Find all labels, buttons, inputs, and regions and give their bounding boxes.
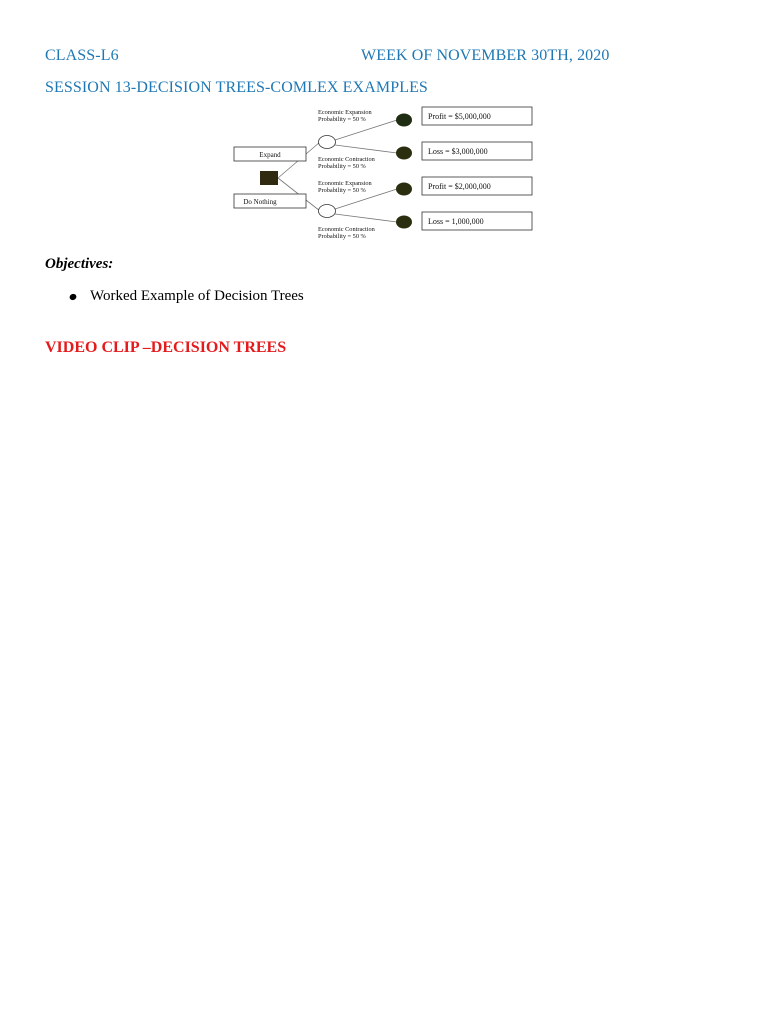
bullet-dot-icon [68, 293, 78, 301]
outcome-1: Profit = $5,000,000 [428, 112, 491, 121]
decision-tree-diagram: Expand Do Nothing Economic Expansion Pro… [233, 106, 533, 240]
tree-connectors [277, 119, 398, 223]
week-label: WEEK OF NOVEMBER 30TH, 2020 [361, 47, 610, 64]
objective-text: Worked Example of Decision Trees [90, 288, 304, 304]
branch-2-event: Economic Contraction [318, 156, 376, 163]
outcome-4: Loss = 1,000,000 [428, 217, 484, 226]
outcome-box-2 [421, 141, 533, 161]
branch-2-probability: Probability = 50 % [318, 163, 367, 170]
objectives-list: Worked Example of Decision Trees [68, 288, 304, 305]
list-item: Worked Example of Decision Trees [68, 288, 304, 305]
end-node-4 [396, 215, 412, 229]
end-node-3 [396, 182, 412, 196]
outcome-2: Loss = $3,000,000 [428, 147, 488, 156]
branch-1-probability: Probability = 50 % [318, 116, 367, 123]
option-box-expand [233, 146, 307, 162]
option-label-do-nothing: Do Nothing [243, 198, 277, 206]
option-box-do-nothing [233, 193, 307, 209]
class-label: CLASS-L6 [45, 47, 119, 64]
objectives-heading: Objectives: [45, 256, 114, 272]
session-title: SESSION 13-DECISION TREES-COMLEX EXAMPLE… [45, 79, 428, 96]
branch-3-probability: Probability = 50 % [318, 187, 367, 194]
end-node-1 [396, 113, 412, 127]
outcome-box-4 [421, 211, 533, 231]
chance-node-do-nothing [318, 204, 336, 218]
outcome-box-1 [421, 106, 533, 126]
chance-node-expand [318, 135, 336, 149]
decision-node [260, 171, 278, 185]
branch-3-event: Economic Expansion [318, 180, 373, 187]
branch-4-event: Economic Contraction [318, 226, 376, 233]
end-node-2 [396, 146, 412, 160]
outcome-box-3 [421, 176, 533, 196]
option-label-expand: Expand [259, 151, 281, 159]
branch-4-probability: Probability = 50 % [318, 233, 367, 240]
branch-1-event: Economic Expansion [318, 109, 373, 116]
outcome-3: Profit = $2,000,000 [428, 182, 491, 191]
video-clip-title: VIDEO CLIP –DECISION TREES [45, 339, 287, 356]
